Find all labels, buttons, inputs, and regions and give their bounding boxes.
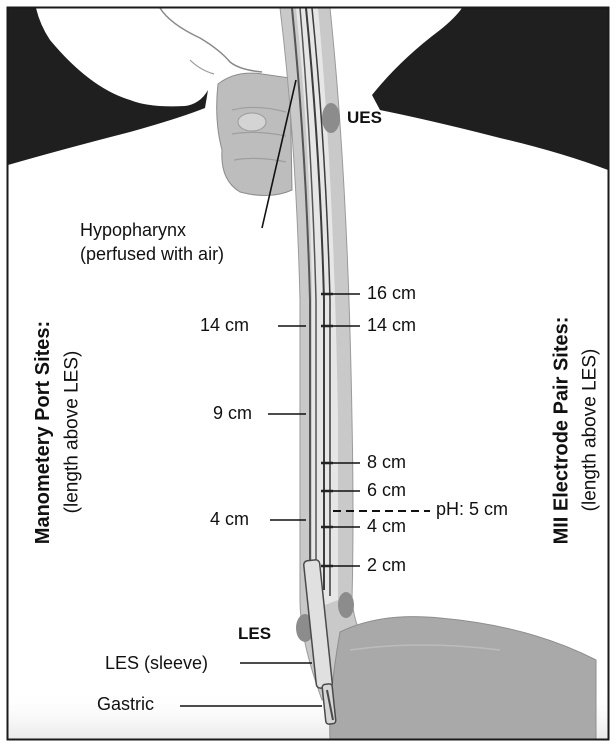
les-sphincter-right	[338, 592, 354, 618]
gastric-label: Gastric	[97, 694, 154, 715]
ues-label: UES	[347, 108, 382, 128]
electrode-8cm: 8 cm	[367, 452, 406, 473]
electrode-2cm: 2 cm	[367, 555, 406, 576]
electrode-14cm: 14 cm	[367, 315, 416, 336]
manometry-port-4cm: 4 cm	[210, 509, 249, 530]
electrode-4cm: 4 cm	[367, 516, 406, 537]
manometry-port-14cm: 14 cm	[200, 315, 249, 336]
hypopharynx-sublabel: (perfused with air)	[80, 244, 224, 265]
les-sleeve-label: LES (sleeve)	[105, 653, 208, 674]
electrode-6cm: 6 cm	[367, 480, 406, 501]
hypopharynx-label: Hypopharynx	[80, 220, 186, 241]
manometry-title: Manometery Port Sites:	[32, 320, 55, 543]
manometry-subtitle: (length above LES)	[61, 351, 83, 514]
mii-title: MII Electrode Pair Sites:	[550, 316, 573, 544]
manometry-port-9cm: 9 cm	[213, 403, 252, 424]
electrode-16cm: 16 cm	[367, 283, 416, 304]
ph-sensor-label: pH: 5 cm	[436, 499, 508, 520]
larynx-region	[217, 73, 292, 195]
les-label: LES	[238, 624, 271, 644]
ues-sphincter	[322, 103, 340, 133]
mii-subtitle: (length above LES)	[579, 349, 601, 512]
